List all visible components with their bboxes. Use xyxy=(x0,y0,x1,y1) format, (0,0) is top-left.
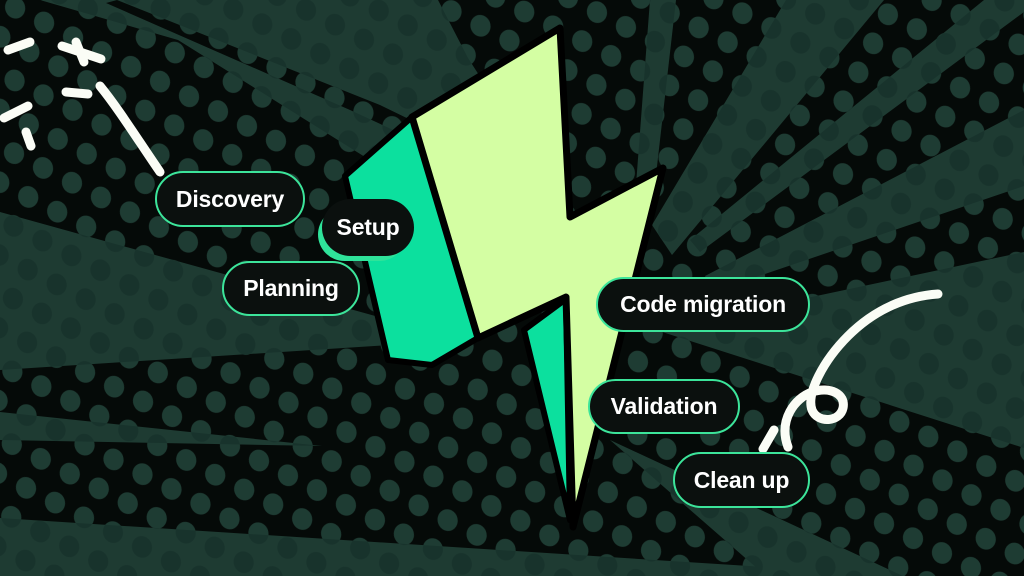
step-pill-validation: Validation xyxy=(588,379,740,434)
step-pill-planning: Planning xyxy=(222,261,360,316)
step-pill-cleanup: Clean up xyxy=(673,452,810,508)
step-label: Planning xyxy=(243,275,339,301)
squiggle-doodle-icon xyxy=(758,289,943,454)
step-label: Validation xyxy=(610,393,718,419)
step-pill-discovery: Discovery xyxy=(155,171,305,227)
step-label: Code migration xyxy=(620,291,786,317)
step-label: Discovery xyxy=(175,185,285,212)
step-pill-code-migration: Code migration xyxy=(596,277,810,332)
step-label: Clean up xyxy=(693,466,790,493)
step-pill-setup: Setup xyxy=(322,199,414,256)
sparkle-doodle-icon xyxy=(0,37,165,177)
step-label: Setup xyxy=(336,214,400,240)
